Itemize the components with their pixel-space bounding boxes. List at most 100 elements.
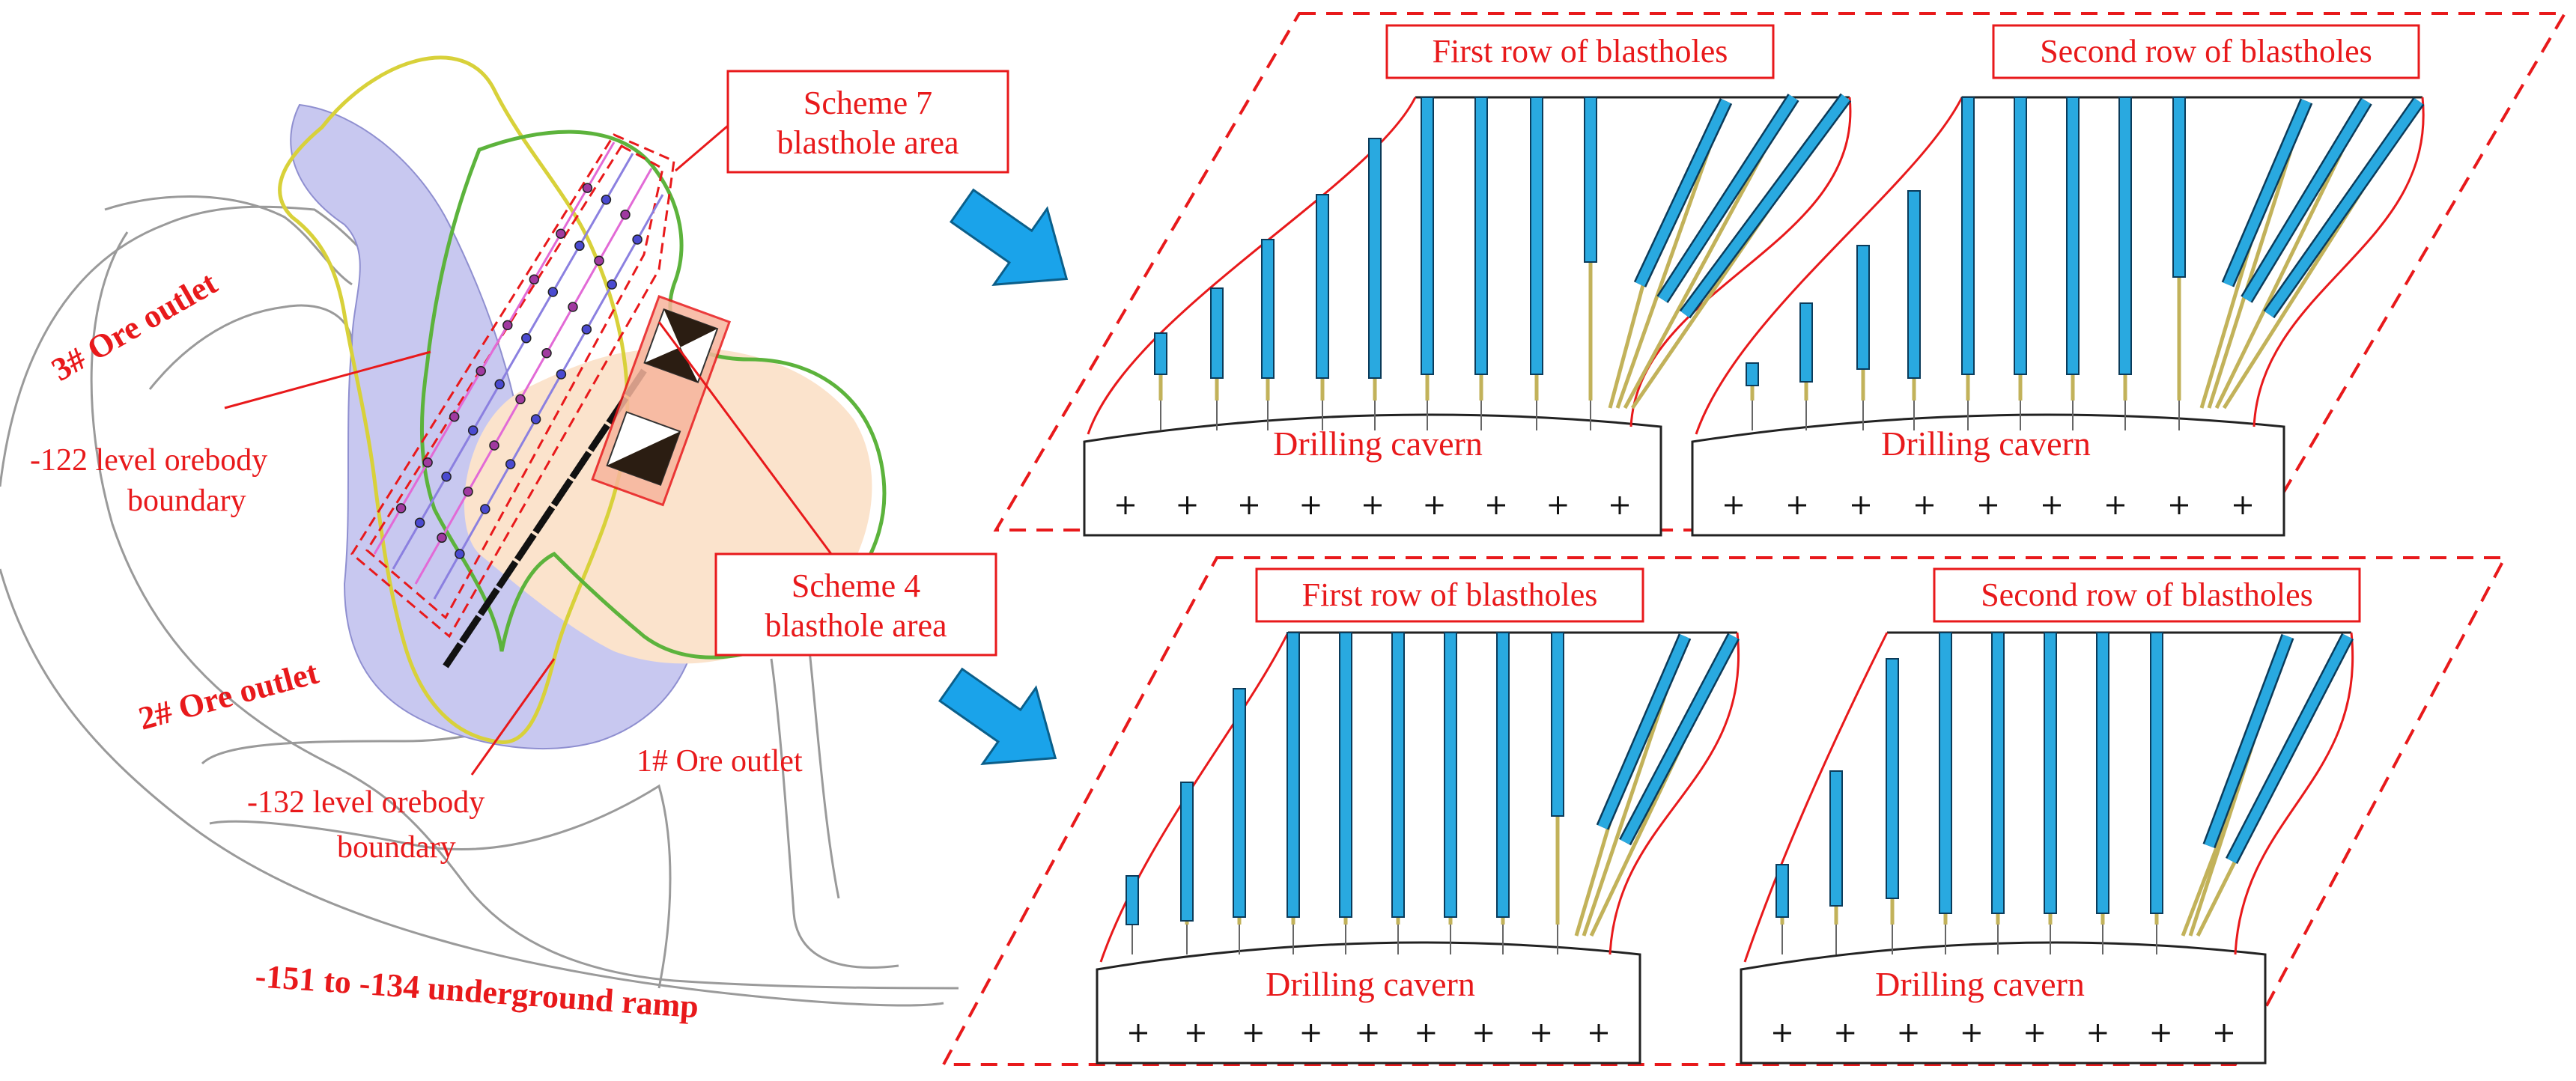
blasthole xyxy=(1180,782,1194,922)
blasthole-dot xyxy=(437,532,447,543)
top-cavern1-label: Drilling cavern xyxy=(1273,424,1483,463)
blasthole-dot xyxy=(541,347,552,359)
blasthole-dot xyxy=(594,255,604,267)
boundary-122 xyxy=(278,55,630,744)
ore-outlet-1-label: 1# Ore outlet xyxy=(637,744,803,779)
blasthole-dot xyxy=(463,486,473,497)
plus-marker-icon xyxy=(1117,496,1134,514)
top-row1-title: First row of blastholes xyxy=(1433,33,1728,70)
plus-marker-icon xyxy=(1916,496,1933,514)
stope-left-boundary xyxy=(1695,97,1963,435)
top-sections xyxy=(1083,93,2425,537)
plus-marker-icon xyxy=(1773,1024,1791,1042)
stope-right-boundary xyxy=(2253,97,2425,427)
scheme4-leader xyxy=(657,321,833,555)
blasthole-dot xyxy=(414,517,425,529)
blasthole xyxy=(1316,194,1329,379)
boundary122-leader xyxy=(224,350,431,409)
blue-arrow-icon xyxy=(938,667,1057,766)
boundary132-label-line1: -132 level orebody xyxy=(247,785,484,820)
blasthole xyxy=(1530,97,1543,375)
blasthole-dots xyxy=(395,183,643,559)
blasthole xyxy=(2242,98,2371,302)
ore-outlet-3-label: 3# Ore outlet xyxy=(46,264,224,389)
blue-arrow-icon xyxy=(949,188,1069,287)
blasthole-dot xyxy=(455,549,465,559)
ore-outlet-3-tunnel xyxy=(104,195,353,390)
scheme7-label-box xyxy=(726,70,1009,174)
blasthole xyxy=(2118,97,2132,375)
plus-marker-icon xyxy=(2089,1024,2107,1042)
blasthole xyxy=(2227,634,2352,863)
plus-marker-icon xyxy=(1725,496,1743,514)
blasthole xyxy=(1368,138,1382,379)
plus-marker-icon xyxy=(1240,496,1258,514)
plus-marker-icon xyxy=(2106,496,2124,514)
blasthole-dot xyxy=(530,414,541,424)
blasthole xyxy=(1829,770,1843,907)
blasthole xyxy=(2172,97,2186,278)
plus-marker-icon xyxy=(1417,1024,1436,1042)
plus-marker-icon xyxy=(1186,1024,1205,1042)
hole-collar xyxy=(2199,231,2256,409)
plan-map: Scheme 7 blasthole area Scheme 4 blastho… xyxy=(0,55,1009,1025)
blasthole-lines xyxy=(373,141,664,600)
blasthole xyxy=(1261,239,1275,379)
blasthole-dot xyxy=(467,425,479,436)
stope-left-boundary xyxy=(1087,97,1417,435)
plus-marker-icon xyxy=(1852,496,1870,514)
plus-marker-icon xyxy=(2215,1024,2233,1042)
blasthole xyxy=(1496,632,1510,918)
ore-outlet-2-label: 2# Ore outlet xyxy=(135,654,323,737)
blasthole xyxy=(2014,97,2027,375)
blasthole xyxy=(1991,632,2005,914)
stope-left-boundary xyxy=(1743,632,1889,963)
blasthole xyxy=(1233,688,1246,918)
scheme7-label-line2: blasthole area xyxy=(777,124,959,161)
blasthole xyxy=(1961,97,1975,375)
plus-marker-icon xyxy=(2234,496,2252,514)
blasthole-dot xyxy=(607,279,617,290)
blasthole xyxy=(1635,99,1731,287)
blasthole xyxy=(1421,97,1434,375)
bottom-cavern2-label: Drilling cavern xyxy=(1875,965,2085,1003)
plus-marker-icon xyxy=(1364,496,1382,514)
plus-marker-icon xyxy=(1487,496,1505,514)
bottom-row1-title-box xyxy=(1255,567,1644,623)
plus-marker-icon xyxy=(1899,1024,1918,1042)
boundary122-label-line2: boundary xyxy=(127,484,246,518)
blasthole-dot xyxy=(581,324,592,335)
boundary132-leader xyxy=(470,658,556,776)
top-cavern2-label: Drilling cavern xyxy=(1881,424,2091,463)
blasthole-dot xyxy=(620,209,631,220)
blasthole-dot xyxy=(529,274,540,285)
drilling-cavern-outline xyxy=(1691,413,2285,537)
stope-right-boundary xyxy=(2234,632,2354,955)
plus-marker-icon xyxy=(1532,1024,1551,1042)
blasthole xyxy=(1551,632,1564,817)
blasthole xyxy=(2264,98,2423,317)
bottom-cavern1-label: Drilling cavern xyxy=(1266,965,1475,1003)
blasthole xyxy=(2204,634,2293,848)
blasthole-dot xyxy=(480,504,490,514)
scheme7-leader xyxy=(675,124,729,172)
drilling-cavern-outline xyxy=(1740,941,2267,1065)
top-row1-title-box xyxy=(1385,24,1775,79)
bottom-row2-title-box xyxy=(1933,567,2361,623)
blasthole xyxy=(1658,94,1798,302)
scheme4-area xyxy=(591,294,732,507)
plus-marker-icon xyxy=(1590,1024,1608,1042)
blasthole xyxy=(1339,632,1352,918)
plus-marker-icon xyxy=(1788,496,1806,514)
blasthole-dot xyxy=(601,194,612,205)
plus-marker-icon xyxy=(1979,496,1997,514)
blasthole xyxy=(1746,362,1759,386)
blasthole xyxy=(2066,97,2080,375)
blasthole xyxy=(1907,190,1921,379)
stope-right-boundary xyxy=(1609,632,1740,955)
plus-marker-icon xyxy=(2043,496,2061,514)
scheme4-label-line2: blasthole area xyxy=(765,607,947,644)
plus-marker-icon xyxy=(2026,1024,2044,1042)
plus-marker-icon xyxy=(1474,1024,1493,1042)
